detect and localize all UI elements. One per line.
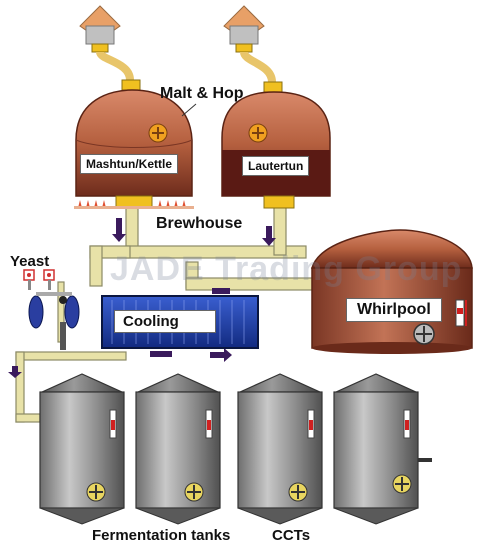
- label-lautertun: Lautertun: [242, 156, 310, 176]
- flow-arrows: [8, 218, 276, 378]
- label-malt-hop: Malt & Hop: [160, 85, 244, 102]
- watermark-text: JADE Trading Group: [110, 250, 463, 288]
- label-ccts: CCTs: [272, 527, 311, 544]
- hopper-left: [79, 5, 141, 91]
- yeast-dosing-unit: [23, 269, 80, 350]
- fermentation-tank-3: [237, 373, 323, 525]
- malt-hop-pointer: [181, 103, 197, 117]
- label-brewhouse: Brewhouse: [156, 215, 243, 232]
- lautertun-vessel: [221, 91, 331, 209]
- label-fermentation-tanks: Fermentation tanks: [92, 527, 231, 544]
- hopper-right: [223, 5, 283, 93]
- label-yeast: Yeast: [10, 253, 50, 270]
- label-mashtun-kettle: Mashtun/Kettle: [80, 154, 179, 174]
- label-cooling: Cooling: [114, 310, 216, 333]
- fermentation-tank-4: [333, 373, 432, 525]
- label-whirlpool: Whirlpool: [346, 298, 442, 322]
- whirlpool-vessel: [311, 229, 473, 354]
- fermentation-tank-2: [135, 373, 221, 525]
- pipe-network: [15, 204, 317, 423]
- fermentation-tank-1: [39, 373, 125, 525]
- mashtun-kettle-vessel: [75, 89, 193, 209]
- burner-flames: [74, 200, 194, 209]
